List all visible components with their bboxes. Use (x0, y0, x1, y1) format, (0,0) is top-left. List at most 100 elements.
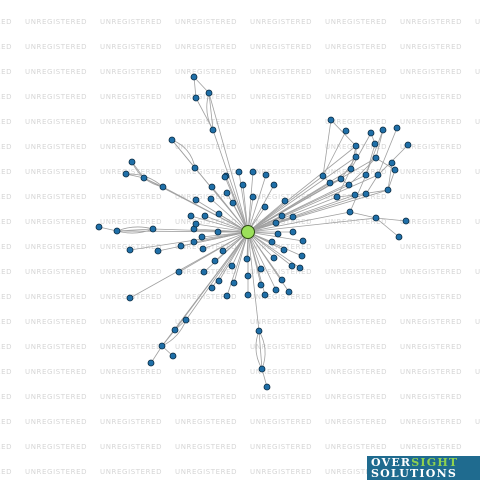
graph-edge (247, 178, 342, 233)
graph-edge (201, 231, 249, 238)
graph-node (171, 326, 179, 334)
watermark-text: UNREGISTERED (25, 68, 88, 76)
graph-node (262, 171, 270, 179)
graph-node (263, 383, 271, 391)
watermark-text: UNREGISTERED (0, 218, 13, 226)
graph-node (244, 272, 252, 280)
graph-node (244, 291, 252, 299)
watermark-text: UNREGISTERED (175, 218, 238, 226)
graph-edge (365, 174, 379, 195)
watermark-text: UNREGISTERED (0, 243, 13, 251)
watermark-text: UNREGISTERED (400, 43, 463, 51)
logo-word-solutions: SOLUTIONS (371, 467, 457, 480)
graph-edge (247, 200, 286, 233)
watermark-text: UNREGISTERED (25, 118, 88, 126)
graph-edge (247, 174, 267, 233)
graph-edge (247, 231, 301, 269)
watermark-text: UNREGISTERED (325, 343, 388, 351)
graph-node (199, 245, 207, 253)
watermark-text: UNREGISTERED (175, 43, 238, 51)
graph-node (261, 203, 269, 211)
graph-edge (247, 156, 357, 233)
watermark-text: UNREGISTERED (325, 168, 388, 176)
graph-edge (247, 168, 352, 233)
graph-edge (375, 217, 407, 222)
watermark-text: UNREGISTERED (400, 143, 463, 151)
graph-node (281, 197, 289, 205)
graph-edge (365, 129, 384, 176)
watermark-text: UNREGISTERED (400, 443, 463, 451)
graph-edge (247, 145, 357, 233)
graph-node (191, 164, 199, 172)
graph-node (255, 327, 263, 335)
watermark-text: UNREGISTERED (25, 368, 88, 376)
watermark-text: UNREGISTERED (25, 18, 88, 26)
graph-edge (375, 157, 396, 171)
graph-node (192, 94, 200, 102)
graph-edge (258, 330, 263, 370)
graph-node (169, 352, 177, 360)
graph-edge (375, 217, 400, 238)
watermark-text: UNREGISTERED (0, 43, 13, 51)
graph-node (289, 228, 297, 236)
watermark-text: UNREGISTERED (0, 18, 13, 26)
watermark-text: UNREGISTERED (325, 418, 388, 426)
graph-edge (208, 92, 249, 233)
graph-node (187, 212, 195, 220)
watermark-text: UNREGISTERED (325, 18, 388, 26)
graph-node (285, 288, 293, 296)
graph-node (372, 154, 380, 162)
graph-node (342, 127, 350, 135)
central-node (241, 225, 255, 239)
graph-edge (233, 231, 249, 284)
graph-edge (354, 189, 389, 196)
watermark-text: UNREGISTERED (400, 168, 463, 176)
watermark-text: UNREGISTERED (25, 443, 88, 451)
graph-edge (190, 215, 249, 233)
graph-edge (247, 231, 293, 267)
graph-edge (255, 330, 263, 370)
watermark-text: UNREGISTERED (100, 318, 163, 326)
graph-node (280, 246, 288, 254)
graph-edge (377, 127, 398, 176)
graph-node (347, 165, 355, 173)
graph-node (126, 246, 134, 254)
watermark-text: UNREGISTERED (475, 418, 480, 426)
graph-node (327, 116, 335, 124)
watermark-text: UNREGISTERED (100, 143, 163, 151)
graph-edge (247, 171, 254, 233)
graph-edge (211, 186, 249, 233)
graph-node (95, 223, 103, 231)
brand-logo: OVERSIGHT SOLUTIONS (367, 456, 480, 480)
watermark-text: UNREGISTERED (400, 68, 463, 76)
watermark-text: UNREGISTERED (175, 293, 238, 301)
watermark-text: UNREGISTERED (325, 118, 388, 126)
graph-edge (242, 184, 249, 233)
graph-node (274, 230, 282, 238)
graph-edge (224, 176, 249, 233)
watermark-text: UNREGISTERED (0, 193, 13, 201)
watermark-text: UNREGISTERED (325, 393, 388, 401)
graph-edge (350, 132, 372, 170)
graph-node (223, 189, 231, 197)
graph-node (374, 171, 382, 179)
graph-node (198, 233, 206, 241)
graph-node (122, 170, 130, 178)
graph-edge (336, 168, 352, 198)
watermark-text: UNREGISTERED (250, 143, 313, 151)
watermark-text: UNREGISTERED (475, 218, 480, 226)
graph-node (219, 247, 227, 255)
watermark-text: UNREGISTERED (0, 118, 13, 126)
watermark-text: UNREGISTERED (400, 218, 463, 226)
graph-edge (247, 211, 351, 233)
watermark-text: UNREGISTERED (0, 468, 13, 476)
graph-edge (202, 231, 249, 250)
graph-node (221, 173, 229, 181)
watermark-text: UNREGISTERED (100, 68, 163, 76)
watermark-text: UNREGISTERED (325, 268, 388, 276)
graph-node (207, 195, 215, 203)
watermark-text: UNREGISTERED (175, 418, 238, 426)
graph-edge (226, 231, 249, 297)
